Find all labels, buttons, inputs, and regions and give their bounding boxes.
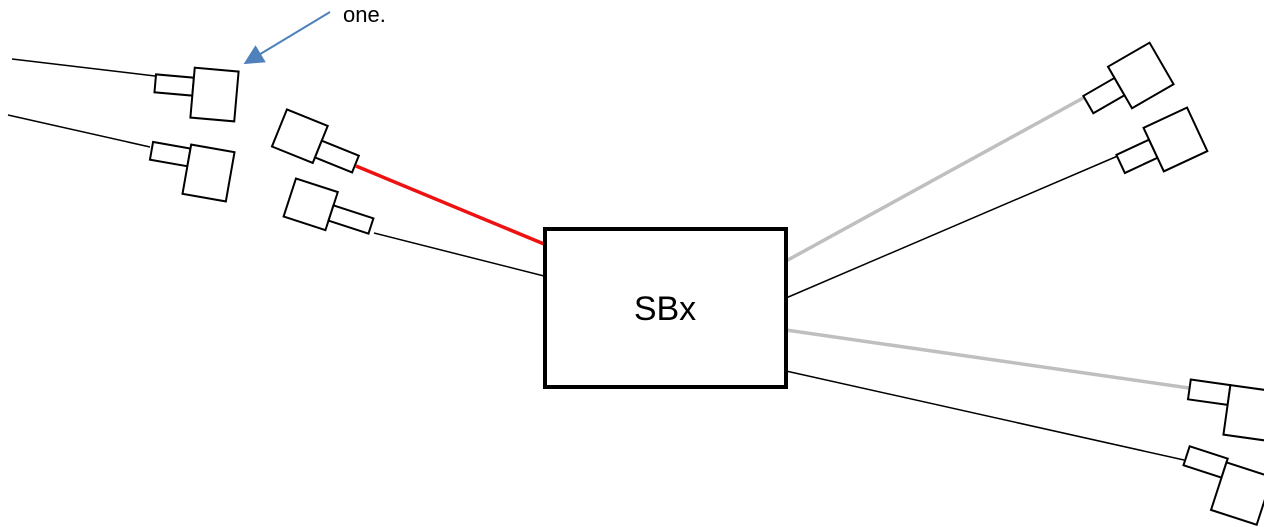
- sbx-device: SBx: [543, 227, 788, 389]
- connector-left-4: [282, 177, 375, 235]
- cable-left-3-red: [355, 164, 545, 246]
- cable-left-1: [11, 58, 156, 77]
- connector-left-1: [153, 66, 240, 123]
- cable-right-1-gray: [785, 95, 1086, 263]
- cable-right-4: [785, 370, 1185, 461]
- connector-right-4: [1182, 444, 1264, 527]
- cable-left-2: [7, 114, 151, 148]
- cable-right-2: [785, 154, 1121, 299]
- connector-right-3: [1186, 378, 1264, 443]
- sbx-device-label: SBx: [634, 290, 696, 328]
- connector-left-2: [148, 140, 236, 203]
- sbx-device-box: [543, 227, 788, 389]
- cable-right-3-gray: [785, 328, 1190, 390]
- annotation-arrow: [243, 11, 331, 65]
- annotation-text: one.: [343, 2, 386, 27]
- connector-left-3: [270, 108, 361, 174]
- connector-right-2: [1115, 106, 1209, 175]
- cable-left-4: [373, 232, 545, 277]
- connector-right-1: [1081, 41, 1175, 115]
